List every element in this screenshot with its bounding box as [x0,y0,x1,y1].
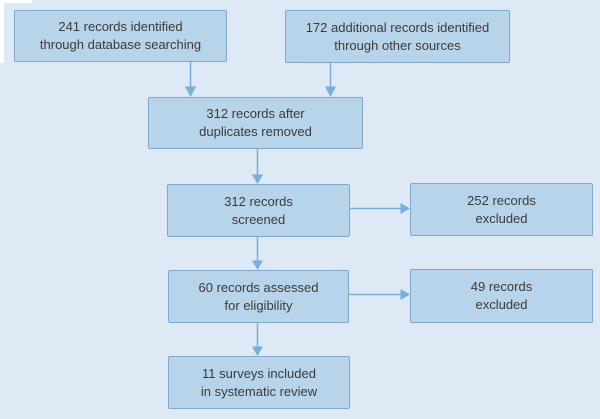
arrow-screened-to-assessed [252,237,263,270]
box-text-line: screened [231,211,286,227]
box-text-line: 241 records identified [58,19,183,34]
box-text-line: 11 surveys included [202,365,316,381]
box-text-line: duplicates removed [199,124,312,139]
box-text-line: through database searching [39,37,202,52]
arrow-assessed-to-included [252,323,263,356]
arrow-head-icon [400,203,410,214]
arrow-screened-to-excluded [350,203,410,214]
arrow-duplicates-to-screened [252,149,263,184]
box-records-excluded-eligibility: 49 records excluded [410,269,593,323]
arrow-assessed-to-excluded [349,289,410,300]
box-surveys-included: 11 surveys included in systematic review [168,356,350,409]
box-records-screened: 312 records screened [167,184,350,237]
box-text-line: for eligibility [224,297,293,313]
arrow-head-icon [252,346,263,356]
arrow-head-icon [185,86,196,97]
box-records-excluded-screening: 252 records excluded [410,183,593,236]
arrow-head-icon [400,289,410,300]
box-text-line: in systematic review [200,383,318,399]
box-text-line: 172 additional records identified [305,19,490,35]
arrow-head-icon [252,260,263,270]
box-records-assessed-eligibility: 60 records assessed for eligibility [168,270,349,323]
box-records-identified-other: 172 additional records identified throug… [285,10,510,63]
box-text-line: excluded [475,297,528,312]
box-text-line: 60 records assessed [198,279,319,295]
box-records-identified-database: 241 records identified through database … [14,10,227,62]
page-margin-artifact-top [0,0,32,3]
box-records-after-duplicates: 312 records after duplicates removed [148,97,363,149]
box-text-line: 252 records [467,192,536,208]
arrow-head-icon [325,86,336,97]
box-text-line: through other sources [334,37,461,53]
arrow-database-to-duplicates [185,62,196,97]
box-text-line: 312 records [224,193,293,209]
arrow-other-to-duplicates [325,63,336,97]
box-text-line: excluded [475,210,528,226]
arrow-head-icon [252,174,263,184]
box-text-line: 312 records after [206,106,305,121]
page-margin-artifact-left [0,0,4,63]
box-text-line: 49 records [470,279,533,294]
